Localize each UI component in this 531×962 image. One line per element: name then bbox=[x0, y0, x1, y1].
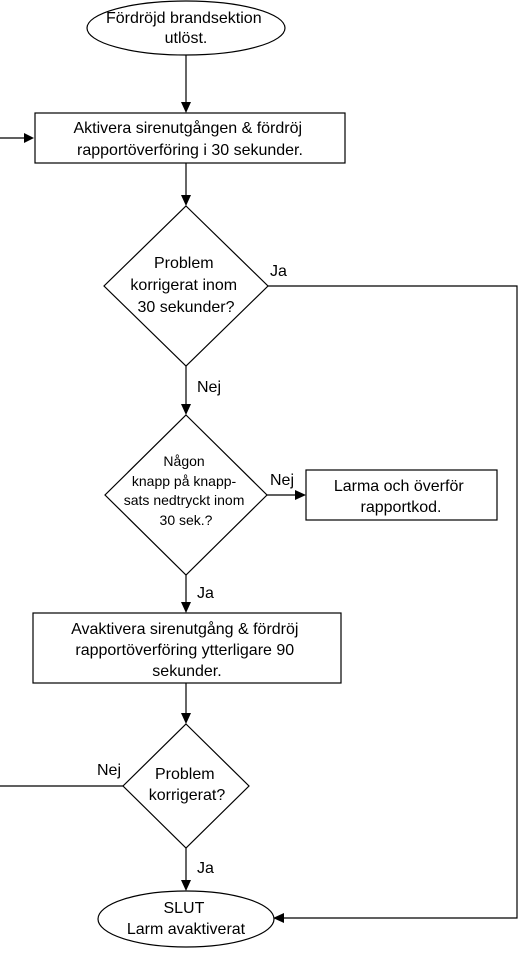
edge-decision2-no-to-alarm bbox=[267, 490, 306, 500]
decision1-no-label: Nej bbox=[197, 379, 221, 396]
decision3-no-label: Nej bbox=[97, 762, 121, 779]
decision1-line-1: Problem bbox=[154, 255, 214, 272]
svg-text:Problem korrigerat?: Problem korrigerat? bbox=[149, 766, 226, 804]
decision1-yes-label: Ja bbox=[270, 263, 287, 280]
decision2-line-2: knapp på knapp- bbox=[132, 473, 237, 489]
start-node: Fördröjd brandsektion utlöst. bbox=[86, 0, 286, 56]
svg-text:Fördröjd brandsektion ut: Fördröjd brandsektion utlöst. bbox=[106, 10, 266, 47]
svg-text:Någon knapp på knapp-: Någon knapp på knapp- sats nedtryckt ino… bbox=[124, 453, 249, 528]
deactivate-line-2: rapportöverföring ytterligare 90 bbox=[75, 642, 294, 659]
activate-siren-process: Aktivera sirenutgången & fördröj rapport… bbox=[34, 112, 346, 164]
decision-problem-corrected: Problem korrigerat? bbox=[122, 723, 250, 849]
end-node-line-2: Larm avaktiverat bbox=[127, 921, 246, 938]
deactivate-siren-process: Avaktivera sirenutgång & fördröj rapport… bbox=[32, 612, 342, 684]
decision1-line-3: 30 sekunder? bbox=[138, 299, 235, 316]
svg-text:Aktivera sirenutgången & fördr: Aktivera sirenutgången & fördröj rapport… bbox=[73, 119, 306, 159]
decision2-line-1: Någon bbox=[163, 453, 204, 469]
decision-problem-corrected-30s: Problem korrigerat inom 30 sekunder? bbox=[103, 205, 269, 367]
edge-activate-to-decision1 bbox=[181, 163, 191, 206]
activate-line-2: rapportöverföring i 30 sekunder. bbox=[77, 142, 303, 159]
decision2-line-3: sats nedtryckt inom bbox=[124, 492, 245, 508]
edge-decision2-yes-to-deactivate bbox=[181, 575, 191, 613]
svg-text:Avaktivera sirenutgång & fördr: Avaktivera sirenutgång & fördröj rapport… bbox=[71, 620, 303, 680]
edge-decision1-yes-to-end bbox=[268, 285, 518, 923]
start-node-line-2: utlöst. bbox=[165, 30, 208, 47]
svg-text:SLUT Larm avaktiverat: SLUT Larm avaktiverat bbox=[127, 900, 246, 938]
activate-line-1: Aktivera sirenutgången & fördröj bbox=[73, 119, 302, 137]
end-node-line-1: SLUT bbox=[163, 900, 204, 917]
edge-decision3-yes-to-end bbox=[181, 848, 191, 891]
end-node: SLUT Larm avaktiverat bbox=[97, 890, 275, 948]
alarm-line-1: Larma och överför bbox=[334, 478, 465, 495]
decision-keypad-pressed: Någon knapp på knapp- sats nedtryckt ino… bbox=[104, 414, 268, 576]
decision2-yes-label: Ja bbox=[197, 585, 214, 602]
decision1-line-2: korrigerat inom bbox=[130, 277, 237, 294]
start-node-line-1: Fördröjd brandsektion bbox=[106, 10, 262, 27]
alarm-line-2: rapportkod. bbox=[361, 499, 442, 516]
decision3-line-2: korrigerat? bbox=[149, 787, 226, 804]
edge-start-to-activate bbox=[181, 55, 191, 113]
decision2-line-4: 30 sek.? bbox=[160, 512, 213, 528]
alarm-report-process: Larma och överför rapportkod. bbox=[305, 469, 498, 521]
edge-deactivate-to-decision3 bbox=[181, 683, 191, 724]
deactivate-line-3: sekunder. bbox=[152, 663, 221, 680]
deactivate-line-1: Avaktivera sirenutgång & fördröj bbox=[71, 620, 298, 638]
decision3-yes-label: Ja bbox=[197, 860, 214, 877]
svg-text:Problem korrigerat inom: Problem korrigerat inom 30 sekunder? bbox=[130, 255, 241, 316]
decision2-no-label: Nej bbox=[270, 472, 294, 489]
edge-loopback-to-activate bbox=[0, 133, 34, 143]
decision3-line-1: Problem bbox=[155, 766, 215, 783]
svg-text:Larma och överför rappor: Larma och överför rapportkod. bbox=[334, 478, 468, 516]
edge-decision1-no-to-decision2 bbox=[181, 366, 191, 415]
